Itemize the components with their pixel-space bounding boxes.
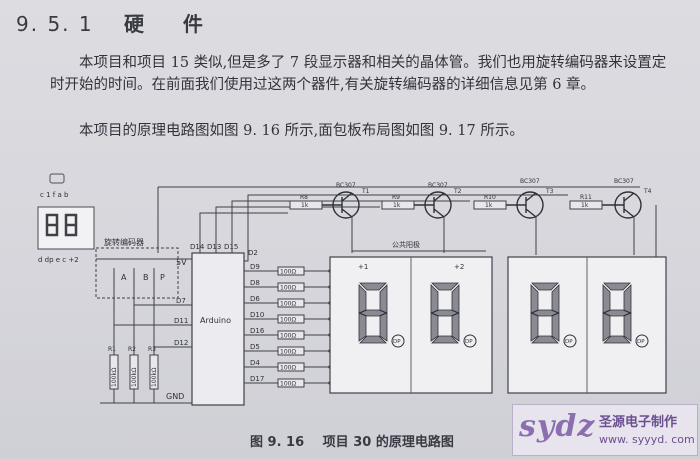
display-pinout-icon: c 1 f a b d dp e c +2 (37, 173, 95, 264)
transistor-row: R8 R9 R10 R11 1k 1k 1k 1k BC307 BC307 BC… (289, 178, 652, 219)
segment-resistor-value: 100Ω (280, 349, 296, 356)
segment-resistor-value: 100Ω (280, 285, 296, 292)
pull-resistors: R1 R2 R3 100kΩ 100kΩ 100kΩ (108, 293, 159, 403)
watermark-name: 圣源电子制作 (599, 415, 678, 430)
decimal-point (391, 334, 405, 348)
seven-segment-digit: DP (602, 282, 649, 348)
pin-row-bottom: d dp e c +2 (38, 256, 79, 264)
segment-resistor (277, 298, 305, 308)
base-res-label-2: R9 (392, 194, 400, 201)
encoder-pin-d11: D11 (174, 317, 188, 325)
base-res-label-3: R10 (484, 194, 496, 201)
encoder-pin-p: P (160, 273, 165, 282)
seven-segment-digit: DP (530, 282, 577, 348)
decimal-point (563, 334, 577, 348)
base-pin-d13: D13 (207, 243, 221, 251)
digit2-anode-label: +2 (454, 263, 464, 271)
figure-caption-text: 项目 30 的原理电路图 (322, 435, 454, 450)
transistor-label-1: T1 (361, 188, 370, 195)
paragraph-1: 本项目和项目 15 类似,但是多了 7 段显示器和相关的晶体管。我们也用旋转编码… (50, 55, 667, 93)
section-title: 硬 件 (123, 12, 219, 36)
encoder-label: 旋转编码器 (104, 237, 144, 247)
pull-label-2: R2 (128, 346, 136, 353)
encoder-pin-a: A (121, 273, 127, 282)
segment-pin-label: D4 (250, 359, 260, 367)
segment-resistor (277, 362, 305, 372)
segment-pin-label: D9 (250, 263, 260, 271)
segment-resistor-value: 100Ω (280, 333, 296, 340)
segment-resistor-value: 100Ω (280, 317, 296, 324)
paragraph-2: 本项目的原理电路图如图 9. 16 所示,面包板布局图如图 9. 17 所示。 (79, 123, 524, 139)
base-res-value-3: 1k (485, 202, 493, 209)
schematic-diagram: c 1 f a b d dp e c +2 旋转编码器 A B P 5V (37, 173, 667, 406)
segment-pin-label: D6 (250, 295, 260, 303)
arduino-label: Arduino (200, 316, 231, 325)
segment-resistor (277, 330, 305, 340)
transistor-label-3: T3 (545, 188, 554, 195)
watermark-logo: sydz (519, 409, 596, 444)
segment-lines: D9100ΩaD8100ΩbD6100ΩcD10100ΩdD16100ΩeD51… (244, 263, 349, 388)
pull-value-1: 100kΩ (111, 367, 118, 387)
base-res-value-2: 1k (393, 202, 401, 209)
watermark: sydz 圣源电子制作 www. syyyd. com (512, 404, 698, 456)
transistor-label-4: T4 (643, 188, 652, 195)
encoder-pin-b: B (143, 273, 149, 282)
gnd-label: GND (166, 392, 184, 401)
transistor-type-1: BC307 (336, 182, 356, 189)
decimal-point-label: DP (637, 339, 645, 345)
base-pin-d14: D14 (190, 243, 205, 251)
segment-resistor-value: 100Ω (280, 269, 296, 276)
segment-resistor-value: 100Ω (280, 365, 296, 372)
pull-value-3: 100kΩ (151, 367, 158, 387)
transistor-type-3: BC307 (520, 178, 540, 185)
decimal-point-label: DP (465, 339, 473, 345)
pin-row-top: c 1 f a b (40, 191, 69, 199)
rotary-encoder: 旋转编码器 A B P (95, 237, 179, 299)
decimal-point-label: DP (393, 339, 401, 345)
figure-caption: 图 9. 16 项目 30 的原理电路图 (250, 431, 454, 450)
segment-resistor-value: 100Ω (280, 381, 296, 388)
section-number: 9. 5. 1 (16, 12, 94, 36)
segment-pin-label: D8 (250, 279, 260, 287)
pull-label-3: R3 (148, 346, 156, 353)
digit1-anode-label: +1 (358, 263, 368, 271)
base-res-value-1: 1k (301, 202, 309, 209)
segment-resistor (277, 266, 305, 276)
base-res-value-4: 1k (581, 202, 589, 209)
seven-segment-digit: DP (430, 282, 477, 348)
segment-pin-label: D5 (250, 343, 260, 351)
segment-pin-label: D16 (250, 327, 265, 335)
base-res-label-4: R11 (580, 194, 592, 201)
transistor-type-2: BC307 (428, 182, 448, 189)
segment-resistor-value: 100Ω (280, 301, 296, 308)
watermark-url: www. syyyd. com (599, 433, 695, 446)
pull-label-1: R1 (108, 346, 116, 353)
segment-resistor (277, 282, 305, 292)
base-pin-d2: D2 (248, 249, 258, 257)
segment-resistor (277, 378, 305, 388)
seven-segment-digit: DP (358, 282, 405, 348)
decimal-point-label: DP (565, 339, 573, 345)
encoder-pin-d12: D12 (174, 339, 188, 347)
common-anode-label: 公共阳极 (392, 240, 420, 249)
transistor-label-2: T2 (453, 188, 462, 195)
segment-pin-label: D10 (250, 311, 264, 319)
five-v-label: 5V (176, 258, 187, 267)
decimal-point (635, 334, 649, 348)
decimal-point (463, 334, 477, 348)
pull-value-2: 100kΩ (131, 367, 138, 387)
transistor-type-4: BC307 (614, 178, 634, 185)
segment-resistor (277, 346, 305, 356)
arduino-board: Arduino (191, 252, 245, 406)
encoder-pin-d7: D7 (176, 297, 186, 305)
seven-segment-displays: DP DP DP DP (329, 256, 667, 394)
base-pin-d15: D15 (224, 243, 238, 251)
section-heading: 9. 5. 1 硬 件 (16, 8, 219, 37)
segment-pin-label: D17 (250, 375, 264, 383)
figure-number: 图 9. 16 (250, 435, 305, 450)
base-res-label-1: R8 (300, 194, 308, 201)
segment-resistor (277, 314, 305, 324)
